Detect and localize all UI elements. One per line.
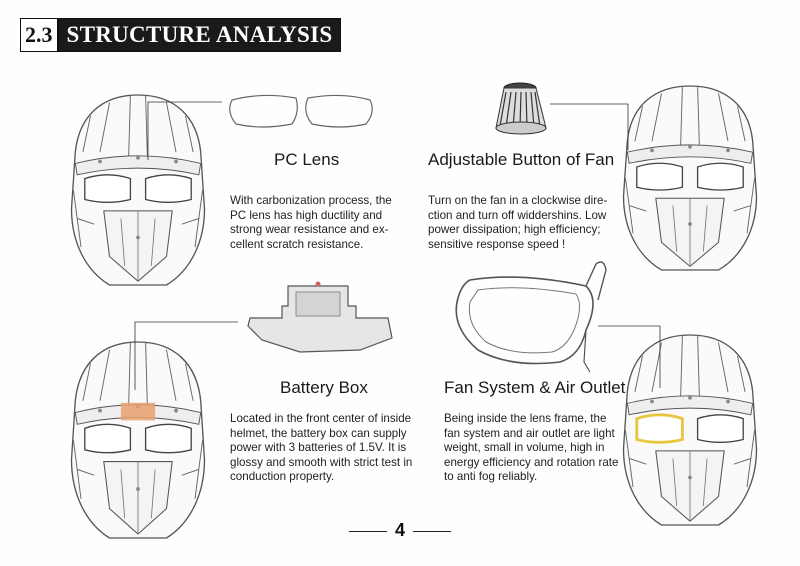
mask-illustration-top-left xyxy=(70,94,206,286)
mask-illustration-bottom-left xyxy=(70,341,206,539)
pc-lens-heading: PC Lens xyxy=(274,150,340,169)
page-number: 4 xyxy=(0,520,800,541)
mask-illustration-top-right xyxy=(622,85,758,271)
pc-lens-illustration xyxy=(229,94,373,128)
callout-line-pc-lens xyxy=(147,101,222,160)
mask-illustration-bottom-right xyxy=(622,334,758,526)
section-number: 2.3 xyxy=(21,19,59,51)
page-number-dash-left xyxy=(348,530,387,532)
callout-line-fan-button xyxy=(550,103,629,150)
fan-system-description: Being inside the lens frame, the fan sys… xyxy=(444,412,619,484)
page-number-value: 4 xyxy=(394,520,405,540)
fan-knob-illustration xyxy=(495,82,547,135)
fan-button-heading: Adjustable Button of Fan xyxy=(428,150,615,169)
pc-lens-description: With carbonization process, the PC lens … xyxy=(230,194,392,251)
fan-frame-illustration xyxy=(455,261,607,373)
fan-button-description: Turn on the fan in a clockwise dire- cti… xyxy=(428,194,608,251)
fan-system-heading: Fan System & Air Outlet xyxy=(444,378,626,397)
page-number-dash-right xyxy=(413,530,451,532)
callout-line-fan-system xyxy=(598,325,661,388)
section-header: 2.3 STRUCTURE ANALYSIS xyxy=(20,18,342,52)
battery-box-illustration xyxy=(247,281,393,353)
callout-line-battery xyxy=(134,321,238,390)
battery-box-description: Located in the front center of inside he… xyxy=(230,412,413,484)
section-title: STRUCTURE ANALYSIS xyxy=(58,19,341,51)
battery-box-heading: Battery Box xyxy=(280,378,368,397)
